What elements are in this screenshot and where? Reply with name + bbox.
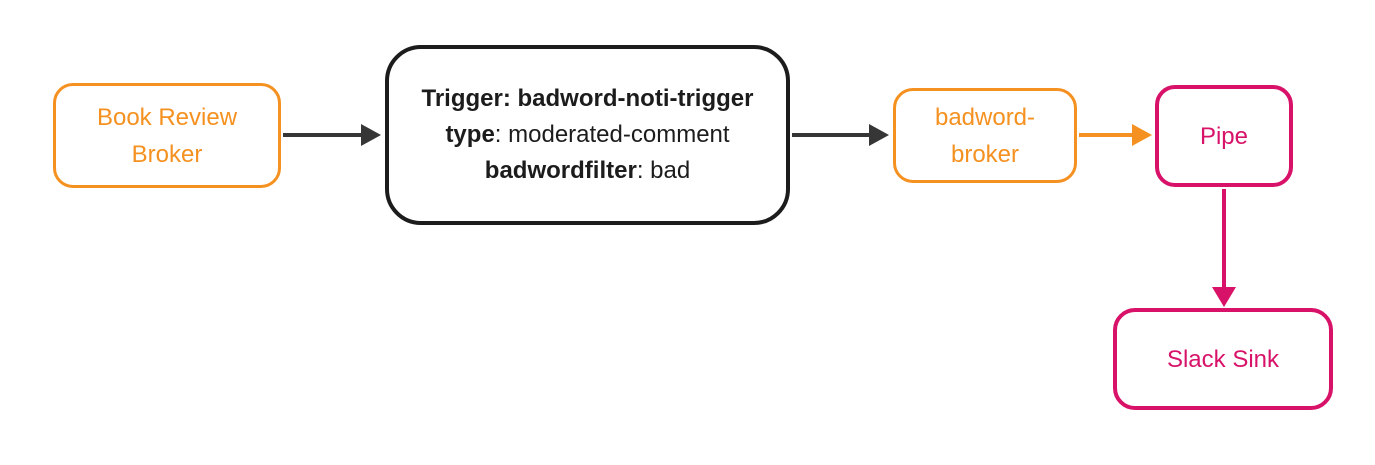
- node-pipe-label: Pipe: [1199, 122, 1249, 150]
- arrow-broker-to-trigger-head: [361, 124, 381, 146]
- arrow-pipe-to-slack-sink-shaft: [1222, 189, 1226, 289]
- node-slack-sink: Slack Sink: [1113, 308, 1333, 410]
- node-book-review-broker-label: Book Review Broker: [96, 103, 238, 168]
- arrow-pipe-to-slack-sink-head: [1212, 287, 1236, 307]
- node-badword-broker: badword-broker: [893, 88, 1077, 183]
- trigger-line-2-regular: : moderated-comment: [494, 121, 730, 148]
- node-pipe: Pipe: [1155, 85, 1293, 187]
- trigger-line-1: Trigger: badword-noti-trigger: [422, 81, 754, 117]
- node-badword-broker-label: badword-broker: [934, 103, 1036, 168]
- arrow-badword-broker-to-pipe-shaft: [1079, 133, 1135, 137]
- trigger-line-1-bold: Trigger: badword-noti-trigger: [421, 85, 754, 112]
- node-slack-sink-label: Slack Sink: [1166, 345, 1280, 373]
- arrow-broker-to-trigger-shaft: [283, 133, 365, 137]
- trigger-line-2: type: moderated-comment: [445, 117, 729, 153]
- trigger-line-3-bold: badwordfilter: [484, 157, 637, 184]
- arrow-trigger-to-badword-broker-shaft: [792, 133, 872, 137]
- node-trigger: Trigger: badword-noti-trigger type: mode…: [385, 45, 790, 225]
- trigger-line-2-bold: type: [445, 121, 495, 148]
- node-book-review-broker: Book Review Broker: [53, 83, 281, 188]
- arrow-badword-broker-to-pipe-head: [1132, 124, 1152, 146]
- trigger-line-3: badwordfilter: bad: [485, 153, 690, 189]
- trigger-line-3-regular: : bad: [636, 157, 691, 184]
- arrow-trigger-to-badword-broker-head: [869, 124, 889, 146]
